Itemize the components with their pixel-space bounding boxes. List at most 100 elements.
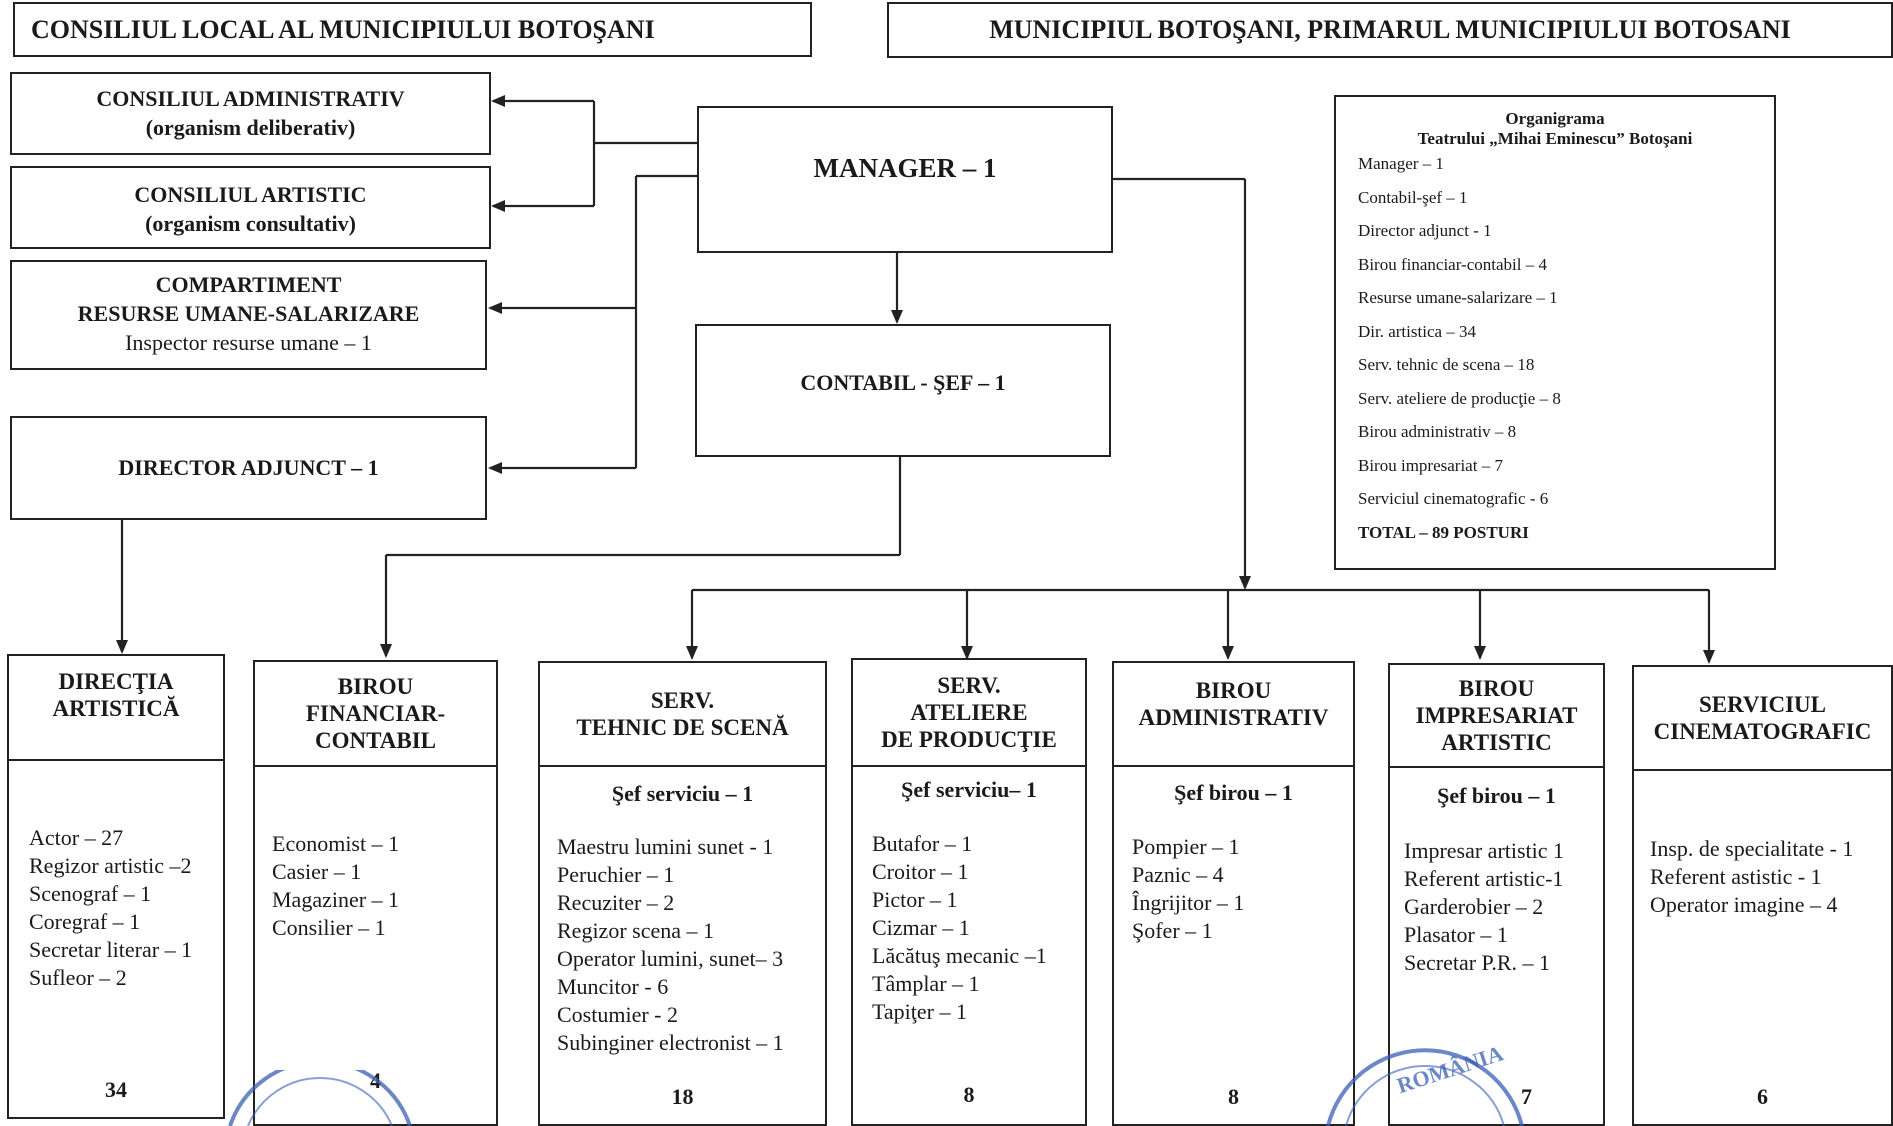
compartiment-ru-box: COMPARTIMENT RESURSE UMANE-SALARIZARE In…: [10, 260, 487, 370]
dept-title: BIROU IMPRESARIAT ARTISTIC: [1390, 665, 1603, 768]
staff-item: Subinginer electronist – 1: [557, 1030, 784, 1055]
staff-item: Regizor artistic –2: [29, 853, 192, 878]
manager-label: MANAGER – 1: [813, 153, 997, 183]
legend-title1: Organigrama: [1505, 109, 1605, 128]
dept-title: SERVICIUL CINEMATOGRAFIC: [1634, 667, 1891, 771]
dept-count: 34: [105, 1077, 127, 1102]
staff-item: Regizor scena – 1: [557, 918, 714, 943]
staff-item: Plasator – 1: [1404, 922, 1508, 947]
legend-line: Director adjunct - 1: [1358, 221, 1492, 240]
contabil-sef-box: CONTABIL - ŞEF – 1: [695, 324, 1111, 457]
legend-line: Resurse umane-salarizare – 1: [1358, 288, 1558, 307]
staff-item: Muncitor - 6: [557, 974, 669, 999]
contabil-sef-label: CONTABIL - ŞEF – 1: [800, 369, 1006, 395]
consiliul-administrativ-title: CONSILIUL ADMINISTRATIV: [96, 86, 405, 111]
dept-title: BIROU ADMINISTRATIV: [1114, 663, 1353, 767]
dept-staff-list: Butafor – 1 Croitor – 1 Pictor – 1 Cizma…: [872, 830, 1079, 1026]
staff-item: Secretar literar – 1: [29, 937, 193, 962]
dept-chief: Şef serviciu– 1: [901, 777, 1037, 802]
dept-staff-list: Insp. de specialitate - 1 Referent astis…: [1650, 835, 1885, 919]
legend-line: Contabil-şef – 1: [1358, 187, 1468, 207]
dept-chief: Şef birou – 1: [1174, 780, 1293, 805]
consiliul-artistic-title: CONSILIUL ARTISTIC: [134, 182, 367, 207]
dept-count: 8: [1228, 1084, 1239, 1109]
consiliul-administrativ-box: CONSILIUL ADMINISTRATIV (organism delibe…: [10, 72, 491, 155]
staff-item: Îngrijitor – 1: [1132, 890, 1245, 915]
compartiment-ru-detail: Inspector resurse umane – 1: [125, 330, 372, 355]
director-adjunct-box: DIRECTOR ADJUNCT – 1: [10, 416, 487, 520]
header-left-text: CONSILIUL LOCAL AL MUNICIPIULUI BOTOŞANI: [31, 14, 655, 44]
staff-item: Actor – 27: [29, 825, 124, 850]
dept-staff-list: Actor – 27 Regizor artistic –2 Scenograf…: [29, 824, 217, 992]
consiliul-artistic-box: CONSILIUL ARTISTIC (organism consultativ…: [10, 166, 491, 249]
staff-item: Garderobier – 2: [1404, 894, 1544, 919]
dept-chief: Şef serviciu – 1: [611, 781, 754, 806]
staff-item: Pompier – 1: [1132, 834, 1240, 859]
dept-staff-list: Maestru lumini sunet - 1 Peruchier – 1 R…: [557, 833, 819, 1057]
staff-item: Sufleor – 2: [29, 965, 127, 990]
legend-line: Birou financiar-contabil – 4: [1358, 254, 1547, 274]
dept-count: 18: [671, 1084, 694, 1109]
dept-birou-impresariat-artistic: BIROU IMPRESARIAT ARTISTIC Şef birou – 1…: [1388, 663, 1605, 1126]
dept-serviciul-cinematografic: SERVICIUL CINEMATOGRAFIC Insp. de specia…: [1632, 665, 1893, 1126]
legend-line: Manager – 1: [1358, 154, 1444, 173]
staff-item: Magaziner – 1: [272, 887, 400, 912]
dept-directia-artistica: DIRECŢIA ARTISTICĂ Actor – 27 Regizor ar…: [7, 654, 225, 1119]
legend-line: Dir. artistica – 34: [1358, 321, 1477, 341]
staff-item: Secretar P.R. – 1: [1404, 950, 1551, 975]
dept-count: 8: [963, 1082, 975, 1107]
legend-line: Birou impresariat – 7: [1358, 455, 1503, 475]
staff-item: Recuziter – 2: [557, 890, 675, 915]
staff-item: Operator lumini, sunet– 3: [557, 946, 784, 971]
compartiment-ru-title1: COMPARTIMENT: [155, 272, 342, 297]
legend-line: Serv. ateliere de producţie – 8: [1358, 388, 1561, 408]
staff-item: Coregraf – 1: [29, 909, 141, 934]
staff-item: Referent astistic - 1: [1650, 864, 1822, 889]
staff-item: Şofer – 1: [1132, 918, 1213, 943]
staff-item: Cizmar – 1: [872, 915, 970, 940]
header-right: MUNICIPIUL BOTOŞANI, PRIMARUL MUNICIPIUL…: [887, 2, 1893, 58]
dept-count: 6: [1757, 1084, 1768, 1109]
dept-count: 7: [1521, 1084, 1532, 1109]
staff-item: Insp. de specialitate - 1: [1650, 836, 1854, 861]
staff-item: Croitor – 1: [872, 859, 969, 884]
dept-staff-list: Impresar artistic 1 Referent artistic-1 …: [1404, 837, 1597, 977]
header-left: CONSILIUL LOCAL AL MUNICIPIULUI BOTOŞANI: [13, 2, 812, 57]
dept-staff-list: Economist – 1 Casier – 1 Magaziner – 1 C…: [272, 830, 490, 942]
dept-title: SERV. ATELIERE DE PRODUCŢIE: [853, 660, 1085, 767]
staff-item: Consilier – 1: [272, 915, 386, 940]
consiliul-administrativ-subtitle: (organism deliberativ): [145, 115, 356, 140]
staff-item: Operator imagine – 4: [1650, 892, 1838, 917]
manager-box: MANAGER – 1: [697, 106, 1113, 253]
staff-item: Lăcătuş mecanic –1: [872, 943, 1047, 968]
header-right-text: MUNICIPIUL BOTOŞANI, PRIMARUL MUNICIPIUL…: [989, 15, 1791, 44]
legend-total: TOTAL – 89 POSTURI: [1358, 522, 1529, 542]
staff-item: Maestru lumini sunet - 1: [557, 834, 774, 859]
dept-serv-ateliere-productie: SERV. ATELIERE DE PRODUCŢIE Şef serviciu…: [851, 658, 1087, 1126]
stamp-seal-right: ROMÂNIA: [1326, 1045, 1524, 1126]
legend-line: Serviciul cinematografic - 6: [1358, 489, 1549, 508]
stamp-seal-left: [228, 1070, 412, 1126]
staff-item: Economist – 1: [272, 831, 400, 856]
legend-line: Birou administrativ – 8: [1358, 422, 1517, 441]
staff-item: Costumier - 2: [557, 1002, 678, 1027]
director-adjunct-label: DIRECTOR ADJUNCT – 1: [118, 455, 379, 480]
dept-birou-financiar-contabil: BIROU FINANCIAR- CONTABIL Economist – 1 …: [253, 660, 498, 1126]
consiliul-artistic-subtitle: (organism consultativ): [145, 211, 356, 236]
dept-chief: Şef birou – 1: [1437, 783, 1556, 808]
dept-serv-tehnic-scena: SERV. TEHNIC DE SCENĂ Şef serviciu – 1 M…: [538, 661, 827, 1126]
staff-item: Peruchier – 1: [557, 862, 675, 887]
dept-title: SERV. TEHNIC DE SCENĂ: [540, 663, 825, 767]
staff-item: Referent artistic-1: [1404, 866, 1564, 891]
legend-line: Serv. tehnic de scena – 18: [1358, 355, 1535, 374]
staff-item: Butafor – 1: [872, 831, 973, 856]
staff-item: Paznic – 4: [1132, 862, 1224, 887]
legend-box: Organigrama Teatrului „Mihai Eminescu” B…: [1334, 95, 1776, 570]
compartiment-ru-title2: RESURSE UMANE-SALARIZARE: [77, 301, 420, 326]
dept-title: DIRECŢIA ARTISTICĂ: [9, 656, 223, 761]
staff-item: Tâmplar – 1: [872, 971, 980, 996]
staff-item: Casier – 1: [272, 859, 362, 884]
staff-item: Impresar artistic 1: [1404, 838, 1565, 863]
dept-staff-list: Pompier – 1 Paznic – 4 Îngrijitor – 1 Şo…: [1132, 833, 1347, 945]
